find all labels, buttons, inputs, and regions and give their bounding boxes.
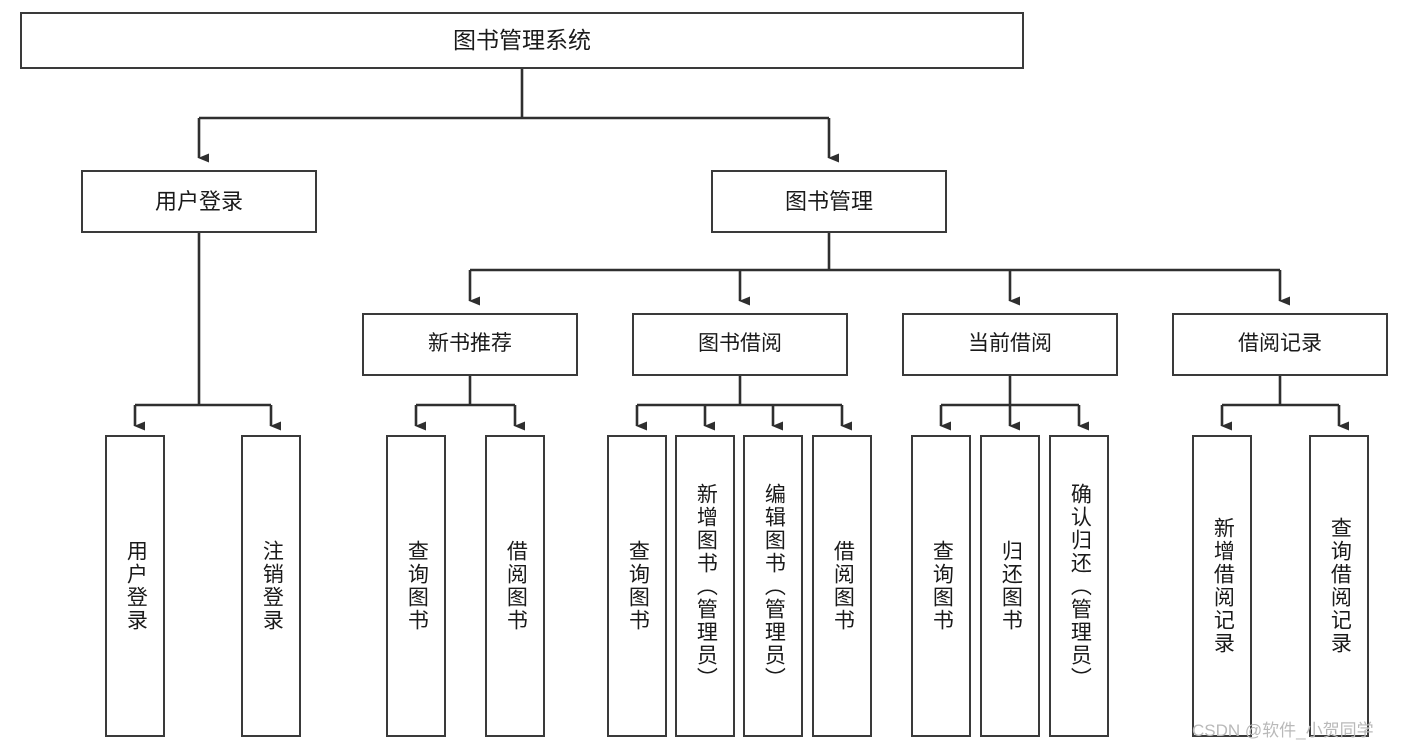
node-borrow-book-2-label: 借阅图书 bbox=[831, 540, 855, 632]
node-add-borrow-record[interactable]: 新增借阅记录 bbox=[1192, 435, 1252, 737]
node-add-book-admin-label: 新增图书（管理员） bbox=[694, 482, 718, 690]
node-user-login-label: 用户登录 bbox=[154, 188, 243, 214]
node-user-logout-action[interactable]: 注销登录 bbox=[241, 435, 301, 737]
node-borrow-record[interactable]: 借阅记录 bbox=[1172, 313, 1388, 376]
node-borrow-record-label: 借阅记录 bbox=[1238, 332, 1322, 356]
node-borrow-book-2[interactable]: 借阅图书 bbox=[812, 435, 872, 737]
node-add-book-admin[interactable]: 新增图书（管理员） bbox=[675, 435, 735, 737]
node-root-system[interactable]: 图书管理系统 bbox=[20, 12, 1024, 69]
node-user-login[interactable]: 用户登录 bbox=[81, 170, 317, 233]
node-book-management-label: 图书管理 bbox=[784, 188, 873, 214]
node-user-login-action-label: 用户登录 bbox=[124, 540, 148, 632]
node-add-borrow-record-label: 新增借阅记录 bbox=[1211, 517, 1235, 655]
node-borrow-book-1-label: 借阅图书 bbox=[504, 540, 528, 632]
node-query-book-3[interactable]: 查询图书 bbox=[911, 435, 971, 737]
node-book-borrow-label: 图书借阅 bbox=[698, 332, 782, 356]
node-query-book-1[interactable]: 查询图书 bbox=[386, 435, 446, 737]
connectors-bookmgmt-to-level3 bbox=[468, 233, 1290, 306]
node-edit-book-admin-label: 编辑图书（管理员） bbox=[762, 482, 786, 690]
node-new-book-recommend-label: 新书推荐 bbox=[428, 332, 512, 356]
node-book-management[interactable]: 图书管理 bbox=[711, 170, 947, 233]
connectors-newbook-to-leaves bbox=[414, 376, 525, 431]
node-current-borrow[interactable]: 当前借阅 bbox=[902, 313, 1118, 376]
node-confirm-return-admin[interactable]: 确认归还（管理员） bbox=[1049, 435, 1109, 737]
node-edit-book-admin[interactable]: 编辑图书（管理员） bbox=[743, 435, 803, 737]
node-query-book-2-label: 查询图书 bbox=[626, 540, 650, 632]
connectors-userlogin-to-leaves bbox=[133, 233, 281, 431]
connectors-root-to-level2 bbox=[197, 69, 839, 163]
node-query-book-1-label: 查询图书 bbox=[405, 540, 429, 632]
node-new-book-recommend[interactable]: 新书推荐 bbox=[362, 313, 578, 376]
node-confirm-return-admin-label: 确认归还（管理员） bbox=[1068, 482, 1092, 690]
node-return-book-label: 归还图书 bbox=[999, 540, 1023, 632]
node-borrow-book-1[interactable]: 借阅图书 bbox=[485, 435, 545, 737]
connectors-borrowrecord-to-leaves bbox=[1220, 376, 1349, 431]
node-user-logout-action-label: 注销登录 bbox=[260, 540, 284, 632]
node-query-book-2[interactable]: 查询图书 bbox=[607, 435, 667, 737]
node-user-login-action[interactable]: 用户登录 bbox=[105, 435, 165, 737]
node-query-borrow-record-label: 查询借阅记录 bbox=[1328, 517, 1352, 655]
node-query-book-3-label: 查询图书 bbox=[930, 540, 954, 632]
node-query-borrow-record[interactable]: 查询借阅记录 bbox=[1309, 435, 1369, 737]
node-book-borrow[interactable]: 图书借阅 bbox=[632, 313, 848, 376]
connectors-currentborrow-to-leaves bbox=[939, 376, 1089, 431]
connectors-bookborrow-to-leaves bbox=[635, 376, 852, 431]
node-return-book[interactable]: 归还图书 bbox=[980, 435, 1040, 737]
node-root-label: 图书管理系统 bbox=[453, 26, 591, 53]
node-current-borrow-label: 当前借阅 bbox=[968, 332, 1052, 356]
